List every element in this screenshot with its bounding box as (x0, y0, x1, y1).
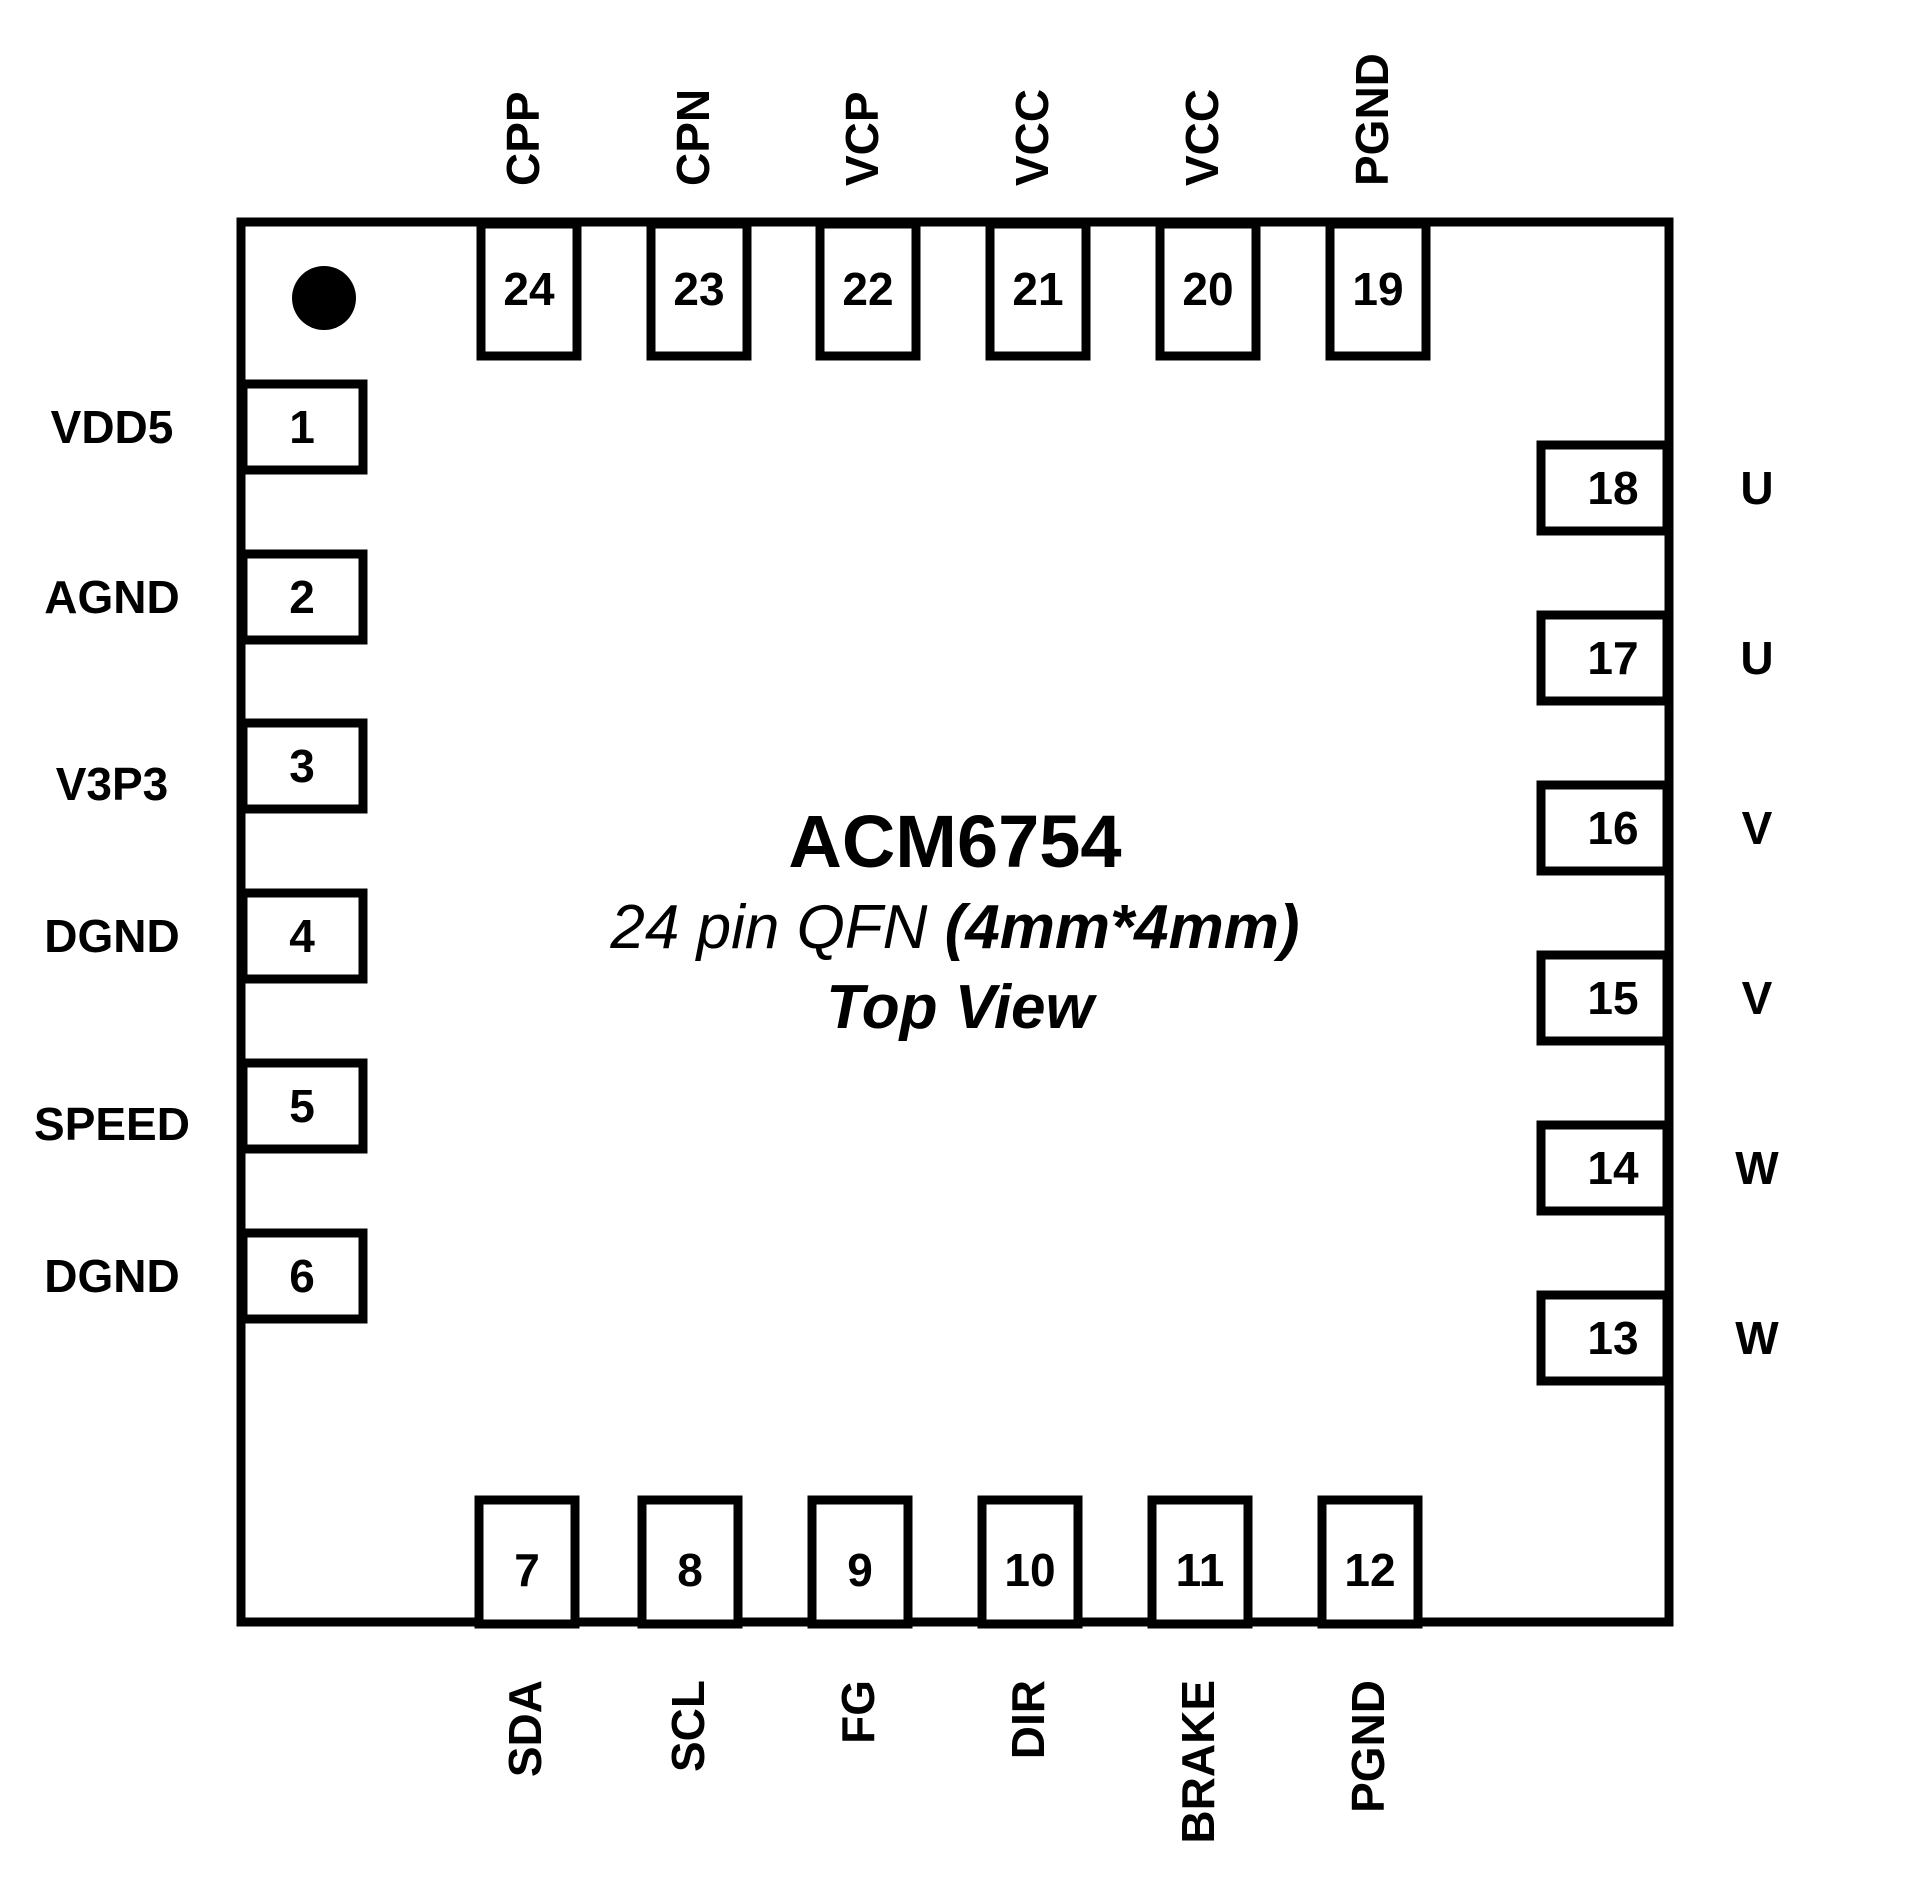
pin-name-24: CPP (497, 91, 549, 186)
pin-name-15: V (1742, 972, 1773, 1024)
pin-box-16 (1536, 780, 1672, 876)
pin-box-13 (1536, 1290, 1672, 1386)
pin-box-22 (815, 219, 921, 361)
pin-number-10: 10 (1004, 1544, 1055, 1596)
pin-name-11: BRAKE (1172, 1680, 1224, 1844)
pin-name-19: PGND (1346, 53, 1398, 186)
pin-name-8: SCL (662, 1680, 714, 1772)
pin-name-23: CPN (667, 89, 719, 186)
pin-number-22: 22 (842, 263, 893, 315)
pin-name-1: VDD5 (51, 401, 174, 453)
chip-name: ACM6754 (788, 800, 1121, 883)
pin-box-4 (238, 888, 368, 984)
pin-name-3: V3P3 (56, 758, 169, 810)
pin-box-8 (637, 1495, 743, 1629)
pin-box-11 (1147, 1495, 1253, 1629)
pin-name-9: FG (832, 1680, 884, 1744)
pin-name-13: W (1735, 1312, 1779, 1364)
pin-name-12: PGND (1342, 1680, 1394, 1813)
pin-box-14 (1536, 1120, 1672, 1216)
pin-box-19 (1325, 219, 1431, 361)
pin-number-13: 13 (1587, 1312, 1638, 1364)
pin-number-14: 14 (1587, 1142, 1639, 1194)
pin-name-17: U (1740, 632, 1773, 684)
package-type: 24 pin QFN (609, 893, 944, 962)
pin-number-17: 17 (1587, 632, 1638, 684)
pin-box-9 (807, 1495, 913, 1629)
pin-number-21: 21 (1012, 263, 1063, 315)
pin-number-16: 16 (1587, 802, 1638, 854)
pin-name-10: DIR (1002, 1680, 1054, 1759)
pin-name-5: SPEED (34, 1098, 190, 1150)
pin-box-17 (1536, 610, 1672, 706)
pin-number-2: 2 (289, 571, 315, 623)
pin-name-22: VCP (836, 91, 888, 186)
pin-box-15 (1536, 950, 1672, 1046)
pin-number-5: 5 (289, 1080, 315, 1132)
pin-name-4: DGND (44, 910, 179, 962)
pin-box-18 (1536, 440, 1672, 536)
pin-box-7 (474, 1495, 580, 1629)
pin-box-10 (977, 1495, 1083, 1629)
pin-number-24: 24 (503, 263, 555, 315)
pin-box-3 (238, 718, 368, 814)
view-label: Top View (826, 973, 1097, 1042)
pin-number-7: 7 (514, 1544, 540, 1596)
pin-box-6 (238, 1228, 368, 1324)
package-description: 24 pin QFN (4mm*4mm) (609, 893, 1299, 962)
pin-box-21 (985, 219, 1091, 361)
pin-box-1 (238, 379, 368, 475)
pin1-indicator-dot (292, 266, 356, 330)
pin-number-8: 8 (677, 1544, 703, 1596)
pin-number-4: 4 (289, 910, 315, 962)
pin-number-6: 6 (289, 1250, 315, 1302)
pin-box-23 (646, 219, 752, 361)
pin-box-20 (1155, 219, 1261, 361)
pin-box-24 (476, 219, 582, 361)
pin-number-1: 1 (289, 401, 315, 453)
pin-number-19: 19 (1352, 263, 1403, 315)
pin-number-11: 11 (1176, 1544, 1225, 1596)
pin-name-7: SDA (499, 1680, 551, 1777)
pin-box-5 (238, 1058, 368, 1154)
pin-number-3: 3 (289, 740, 315, 792)
pin-name-20: VCC (1176, 89, 1228, 186)
pin-name-21: VCC (1006, 89, 1058, 186)
pin-number-12: 12 (1344, 1544, 1395, 1596)
pin-name-14: W (1735, 1142, 1779, 1194)
pin-box-2 (238, 549, 368, 645)
pin-name-16: V (1742, 802, 1773, 854)
pin-box-12 (1317, 1495, 1423, 1629)
package-size: (4mm*4mm) (945, 893, 1300, 962)
pin-number-18: 18 (1587, 462, 1638, 514)
pin-number-15: 15 (1587, 972, 1638, 1024)
pin-name-6: DGND (44, 1250, 179, 1302)
pin-number-23: 23 (673, 263, 724, 315)
pin-name-18: U (1740, 462, 1773, 514)
pin-name-2: AGND (44, 571, 179, 623)
pin-number-20: 20 (1182, 263, 1233, 315)
pin-number-9: 9 (847, 1544, 873, 1596)
